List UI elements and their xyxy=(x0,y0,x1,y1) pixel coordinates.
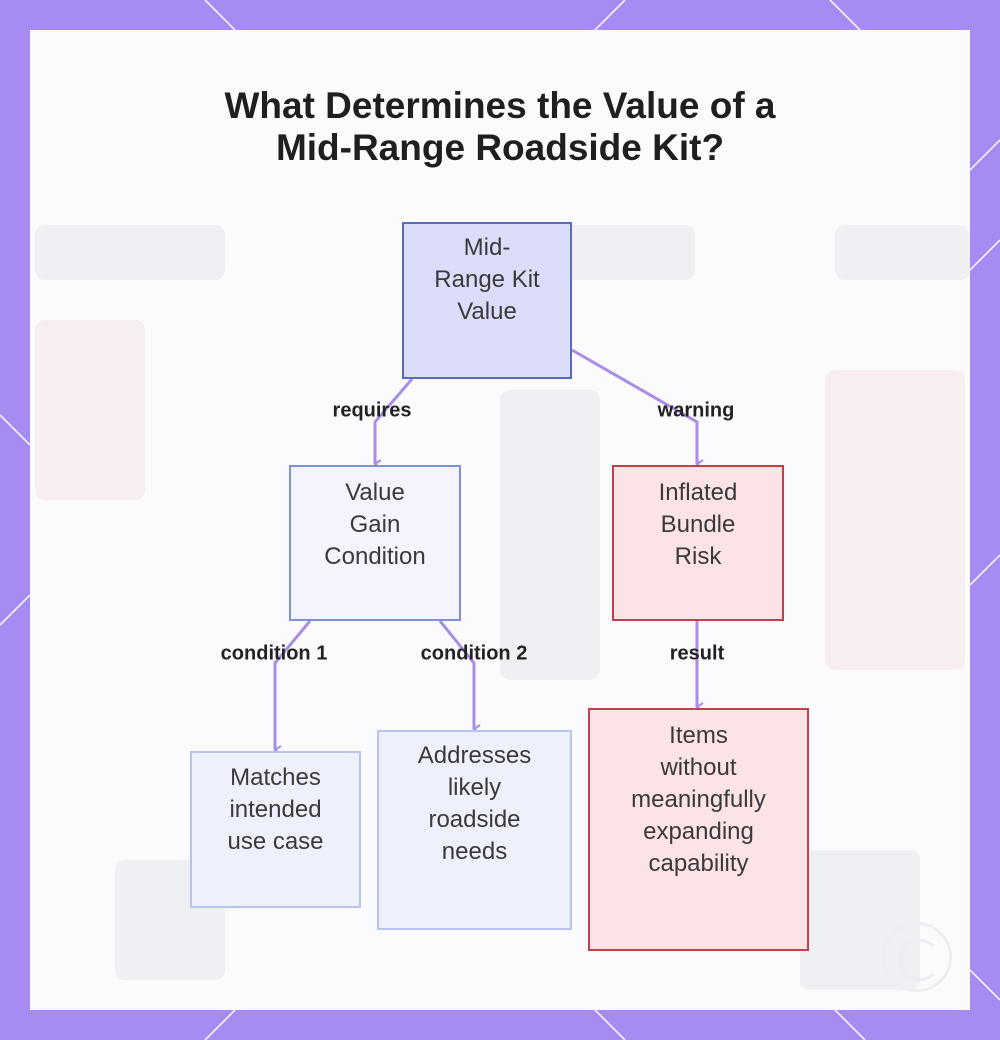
node-text-line: Condition xyxy=(324,543,426,570)
edge-label-requires: requires xyxy=(332,399,412,422)
background-shape xyxy=(825,370,965,670)
node-text-line: Gain xyxy=(349,511,401,538)
node-text-line: intended xyxy=(229,796,322,823)
node-text-line: Bundle xyxy=(660,511,736,538)
background-shape xyxy=(500,390,600,680)
node-mid-range-kit-value: Mid- Range Kit Value xyxy=(402,222,572,379)
edge-requires xyxy=(373,378,414,469)
node-text-line: Matches xyxy=(230,764,321,791)
node-text-line: Addresses xyxy=(417,742,532,769)
edge-label-warning: warning xyxy=(657,399,735,422)
node-matches-intended-use-case: Matches intended use case xyxy=(190,751,361,908)
node-text-line: Value xyxy=(457,298,517,325)
node-addresses-likely-roadside-needs: Addresses likely roadside needs xyxy=(377,730,572,930)
background-shape xyxy=(35,320,145,500)
node-text-line: capability xyxy=(648,850,749,877)
edge-condition-2 xyxy=(438,620,481,734)
title-line-2: Mid-Range Roadside Kit? xyxy=(275,127,725,168)
node-text-line: roadside xyxy=(428,806,521,833)
node-text-line: needs xyxy=(441,838,508,865)
background-shape xyxy=(35,225,225,280)
edge-label-result: result xyxy=(669,642,725,665)
circle-logo-icon xyxy=(882,922,952,992)
node-text-line: expanding xyxy=(643,818,754,845)
edge-warning xyxy=(571,348,704,469)
node-text-line: Range Kit xyxy=(434,266,540,293)
node-text-line: Items xyxy=(669,722,728,749)
node-text-line: meaningfully xyxy=(631,786,766,813)
node-inflated-bundle-risk: Inflated Bundle Risk xyxy=(612,465,784,621)
node-text-line: likely xyxy=(447,774,502,801)
node-text-line: Inflated xyxy=(658,479,738,506)
edge-label-condition-1: condition 1 xyxy=(220,642,328,665)
node-text-line: use case xyxy=(227,828,324,855)
node-text-line: Risk xyxy=(674,543,722,570)
node-text-line: Value xyxy=(345,479,405,506)
node-text-line: without xyxy=(660,754,737,781)
edge-label-condition-2: condition 2 xyxy=(420,642,528,665)
node-value-gain-condition: Value Gain Condition xyxy=(289,465,461,621)
diagram-title: What Determines the Value of a Mid-Range… xyxy=(0,85,1000,169)
background-shape xyxy=(835,225,970,280)
node-text-line: Mid- xyxy=(463,234,511,261)
title-line-1: What Determines the Value of a xyxy=(224,85,776,126)
node-items-without-expanding-capability: Items without meaningfully expanding cap… xyxy=(588,708,809,951)
edge-condition-1 xyxy=(273,620,312,755)
